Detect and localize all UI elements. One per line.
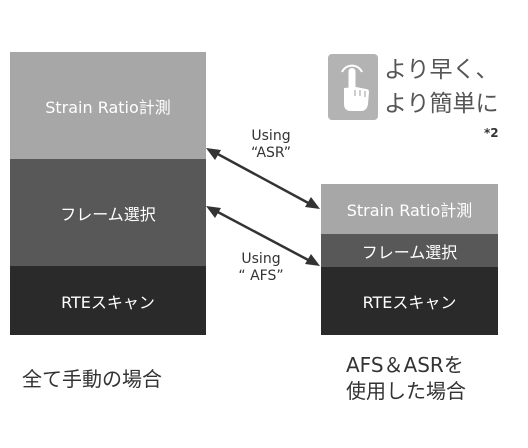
manual-strain-ratio-label: Strain Ratio計測 — [45, 97, 171, 117]
auto-frame-select-block: フレーム選択 — [321, 234, 498, 267]
slogan-line-1: より早く、 — [384, 57, 499, 83]
manual-workflow-stack: Strain Ratio計測 フレーム選択 RTEスキャン — [10, 52, 206, 335]
slogan-line-2: より簡単に — [384, 91, 499, 117]
asr-double-arrow — [206, 148, 320, 209]
asr-name-text: “ASR” — [251, 145, 291, 161]
manual-caption: 全て手動の場合 — [22, 367, 162, 391]
auto-rte-scan-block: RTEスキャン — [321, 267, 498, 335]
auto-frame-select-label: フレーム選択 — [361, 242, 458, 262]
afs-arrow-label: Using “ AFS” — [226, 251, 296, 285]
manual-frame-select-block: フレーム選択 — [10, 159, 206, 266]
manual-frame-select-label: フレーム選択 — [60, 204, 156, 224]
asr-using-text: Using — [251, 128, 291, 144]
manual-strain-ratio-block: Strain Ratio計測 — [10, 52, 206, 159]
manual-rte-scan-label: RTEスキャン — [61, 292, 155, 312]
footnote-marker: *2 — [484, 126, 499, 140]
afs-double-arrow — [206, 206, 320, 266]
auto-workflow-stack: Strain Ratio計測 フレーム選択 RTEスキャン — [321, 184, 498, 335]
auto-strain-ratio-block: Strain Ratio計測 — [321, 184, 498, 234]
auto-caption-line-1: AFS＆ASRを — [346, 353, 464, 377]
manual-rte-scan-block: RTEスキャン — [10, 266, 206, 335]
auto-strain-ratio-label: Strain Ratio計測 — [346, 201, 473, 220]
auto-caption-line-2: 使用した場合 — [346, 379, 466, 403]
afs-using-text: Using — [241, 251, 281, 267]
afs-name-text: “ AFS” — [238, 268, 284, 284]
auto-rte-scan-label: RTEスキャン — [362, 293, 457, 312]
tap-hand-icon — [328, 54, 378, 120]
asr-arrow-label: Using “ASR” — [236, 128, 306, 162]
